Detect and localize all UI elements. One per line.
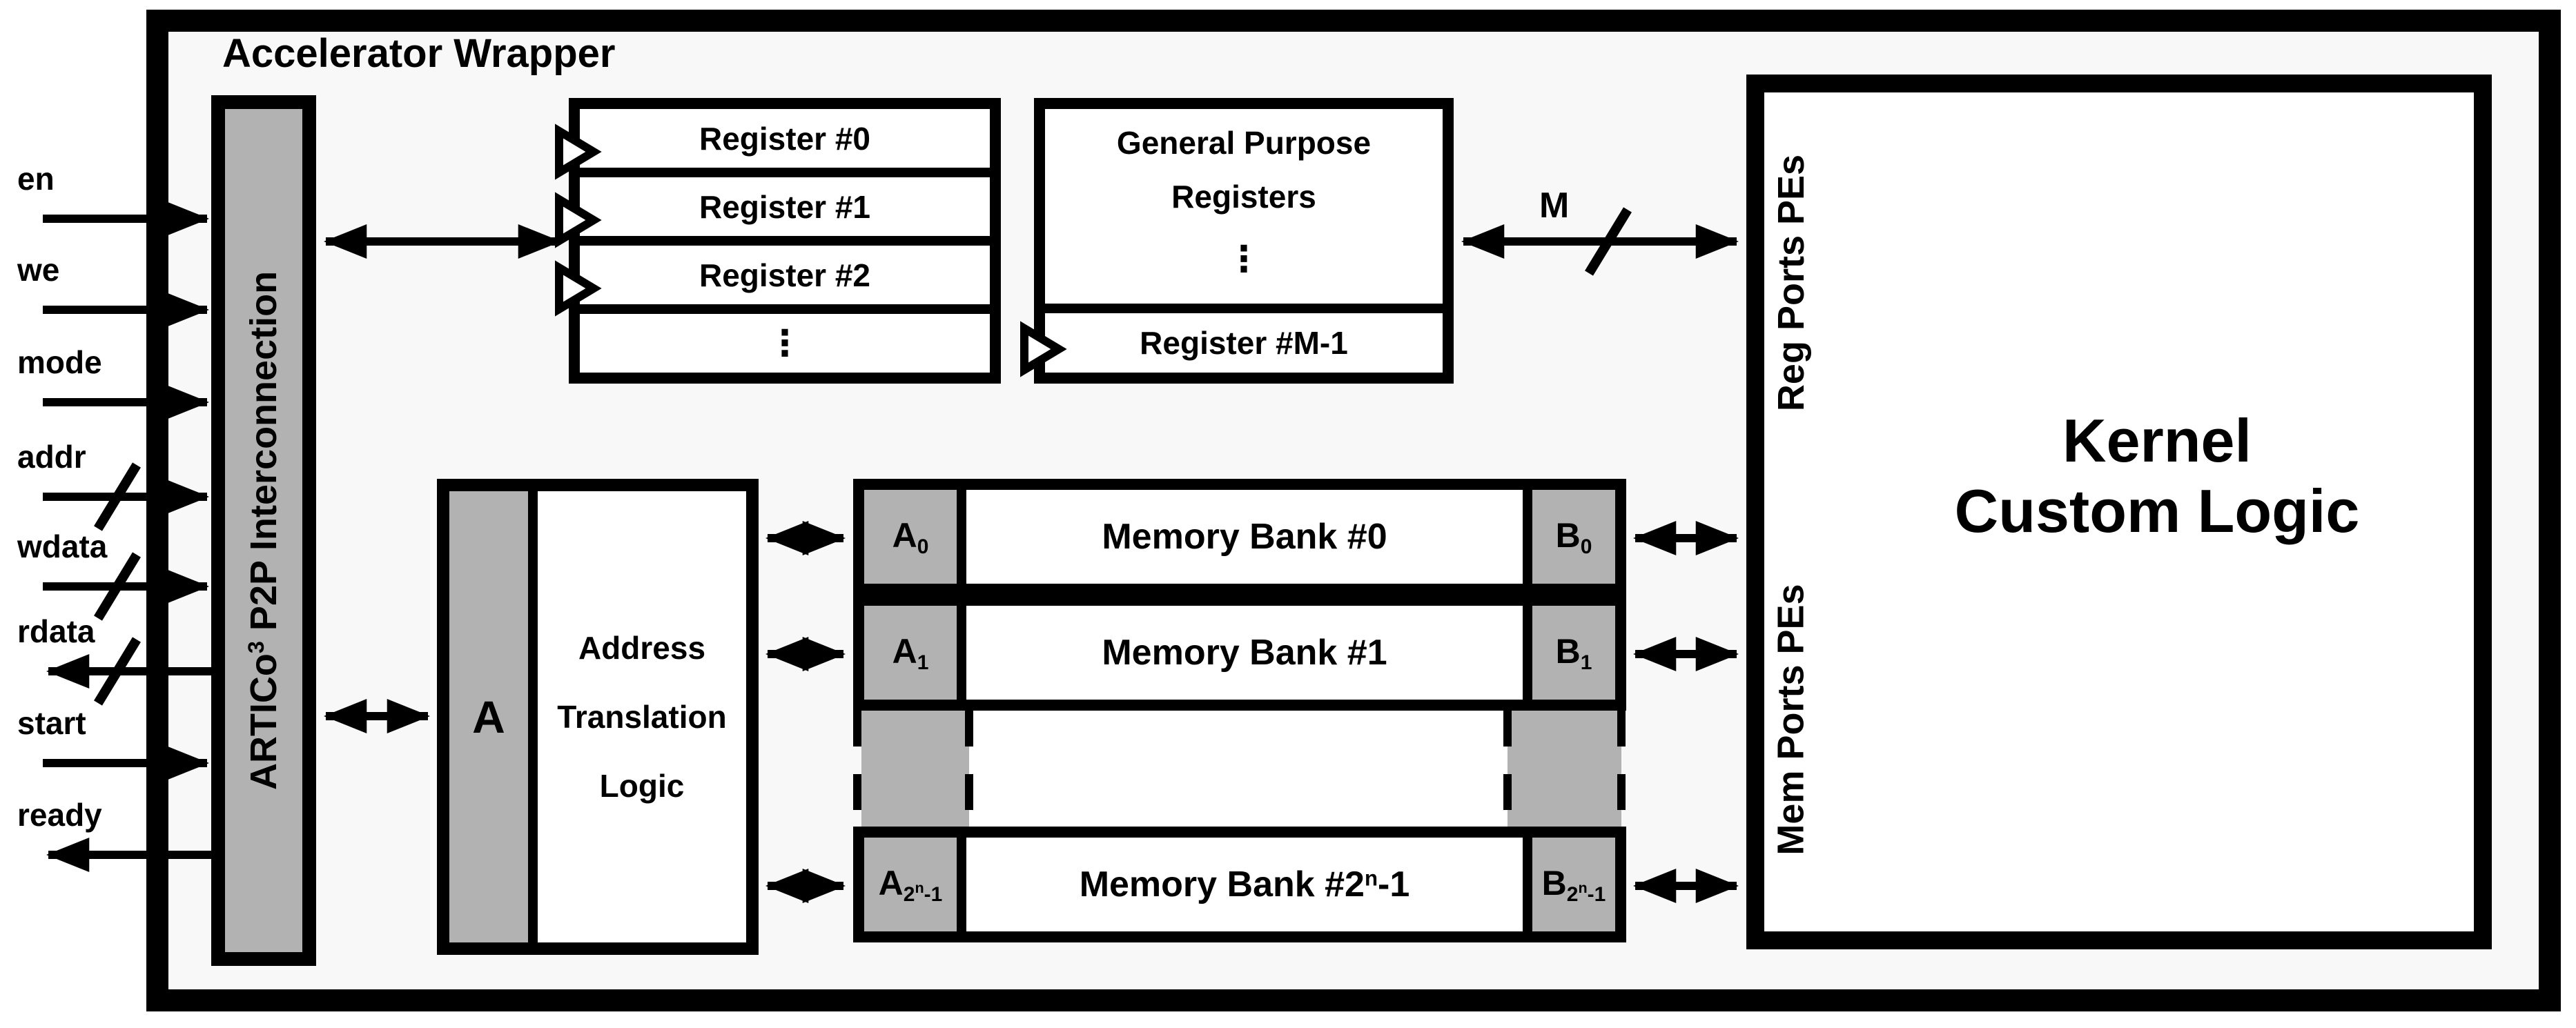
signal-label-we: we — [17, 252, 60, 288]
kernel-custom-logic — [1746, 75, 2492, 949]
bank0-port-b: B0 — [1523, 490, 1615, 584]
bank-last-port-a: A2n-1 — [864, 838, 966, 931]
signal-label-ready: ready — [17, 797, 102, 833]
kernel-title: Kernel Custom Logic — [1836, 406, 2478, 546]
register-row: Register #0 — [580, 109, 990, 168]
artico3-p2p-interconnection: ARTICo3 P2P Interconnection — [211, 95, 316, 966]
atl-label-line1: Address — [578, 630, 706, 666]
bank-last-label: Memory Bank #2n-1 — [1079, 864, 1410, 905]
bank1-port-a: A1 — [864, 606, 966, 700]
signal-label-rdata: rdata — [17, 613, 95, 649]
bank1-label: Memory Bank #1 — [1102, 633, 1387, 673]
bus-width-m-label: M — [1539, 186, 1570, 226]
row-divider — [580, 304, 990, 314]
bank1-port-b: B1 — [1523, 606, 1615, 700]
row-divider — [580, 168, 990, 177]
memory-bank-row-last: A2n-1 Memory Bank #2n-1 B2n-1 — [853, 827, 1626, 942]
bank-continuation-port-a — [861, 711, 969, 827]
row-divider — [1045, 304, 1443, 313]
register-row-m-1: Register #M-1 — [1140, 325, 1348, 361]
gp-registers-title-line2: Registers — [1171, 179, 1316, 215]
signal-label-wdata: wdata — [17, 528, 108, 564]
interconnect-label: ARTICo3 P2P Interconnection — [243, 270, 285, 791]
general-purpose-registers: General Purpose Registers ⋮ Register #M-… — [1034, 98, 1454, 384]
signal-label-mode: mode — [17, 344, 102, 380]
reg-ports-label: Reg Ports PEs — [1770, 154, 1812, 412]
register-row: Register #2 — [580, 246, 990, 304]
signal-label-en: en — [17, 161, 55, 197]
bank-continuation-port-b — [1507, 711, 1621, 827]
gp-registers-title-line1: General Purpose — [1116, 125, 1372, 161]
gp-registers-ellipsis: ⋮ — [1226, 239, 1262, 279]
diagram-title: Accelerator Wrapper — [222, 31, 616, 76]
memory-bank-row-1: A1 Memory Bank #1 B1 — [853, 595, 1626, 711]
row-divider — [580, 236, 990, 246]
kernel-title-line2: Custom Logic — [1954, 477, 2360, 545]
kernel-title-line1: Kernel — [2062, 406, 2252, 475]
kernel-reg-ports: Reg Ports PEs — [1753, 117, 1829, 448]
register-stack: Register #0 Register #1 Register #2 ⋮ — [569, 98, 1001, 384]
bank0-port-a: A0 — [864, 490, 966, 584]
signal-label-start: start — [17, 705, 86, 741]
bank-last-port-b: B2n-1 — [1523, 838, 1615, 931]
bank0-label: Memory Bank #0 — [1102, 517, 1387, 557]
atl-label-line2: Translation — [557, 699, 727, 735]
atl-label-line3: Logic — [599, 768, 685, 804]
register-ellipsis: ⋮ — [767, 323, 803, 364]
register-row: Register #1 — [580, 177, 990, 236]
atl-port-a: A — [449, 491, 538, 942]
mem-ports-label: Mem Ports PEs — [1770, 583, 1813, 856]
address-translation-logic: A Address Translation Logic — [437, 479, 759, 955]
kernel-mem-ports: Mem Ports PEs — [1753, 545, 1829, 893]
bank-continuation-body — [969, 711, 1507, 827]
signal-label-addr: addr — [17, 439, 86, 475]
memory-bank-row-0: A0 Memory Bank #0 B0 — [853, 479, 1626, 595]
